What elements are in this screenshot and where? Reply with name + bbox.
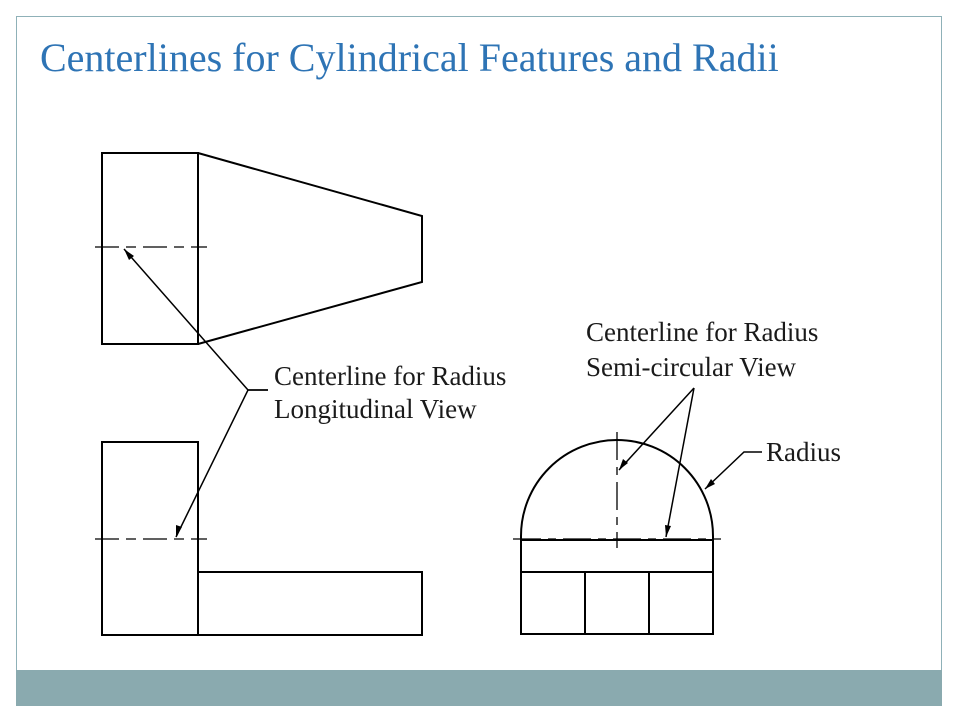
leader-semicircular-to-centerline [618,387,695,471]
leader-semicircular-to-horizontal [665,387,695,538]
leader-longitudinal-top [123,248,268,391]
arrowhead-radius [705,479,715,489]
top-view-cylinder-body [101,152,199,345]
label-semicircular-line2: Semi-circular View [586,352,797,382]
slide-frame [16,16,942,706]
arrowhead-semicircular-horizontal [665,525,671,537]
slide-title: Centerlines for Cylindrical Features and… [40,35,779,80]
label-longitudinal-line1: Centerline for Radius [274,361,506,391]
leader-radius [704,451,762,490]
arrowhead-longitudinal-top [124,249,134,260]
label-semicircular-line1: Centerline for Radius [586,317,818,347]
bottom-accent-bar [16,670,942,706]
leader-longitudinal-bottom [175,389,268,538]
label-radius: Radius [766,437,841,467]
top-view-taper-outline [197,152,423,345]
arrowhead-longitudinal-bottom [176,525,182,537]
bottom-view-horizontal-body [197,571,423,636]
label-longitudinal-line2: Longitudinal View [274,394,477,424]
semicircle-base-block [520,571,714,635]
arrowhead-semicircular-centerline [619,459,628,470]
